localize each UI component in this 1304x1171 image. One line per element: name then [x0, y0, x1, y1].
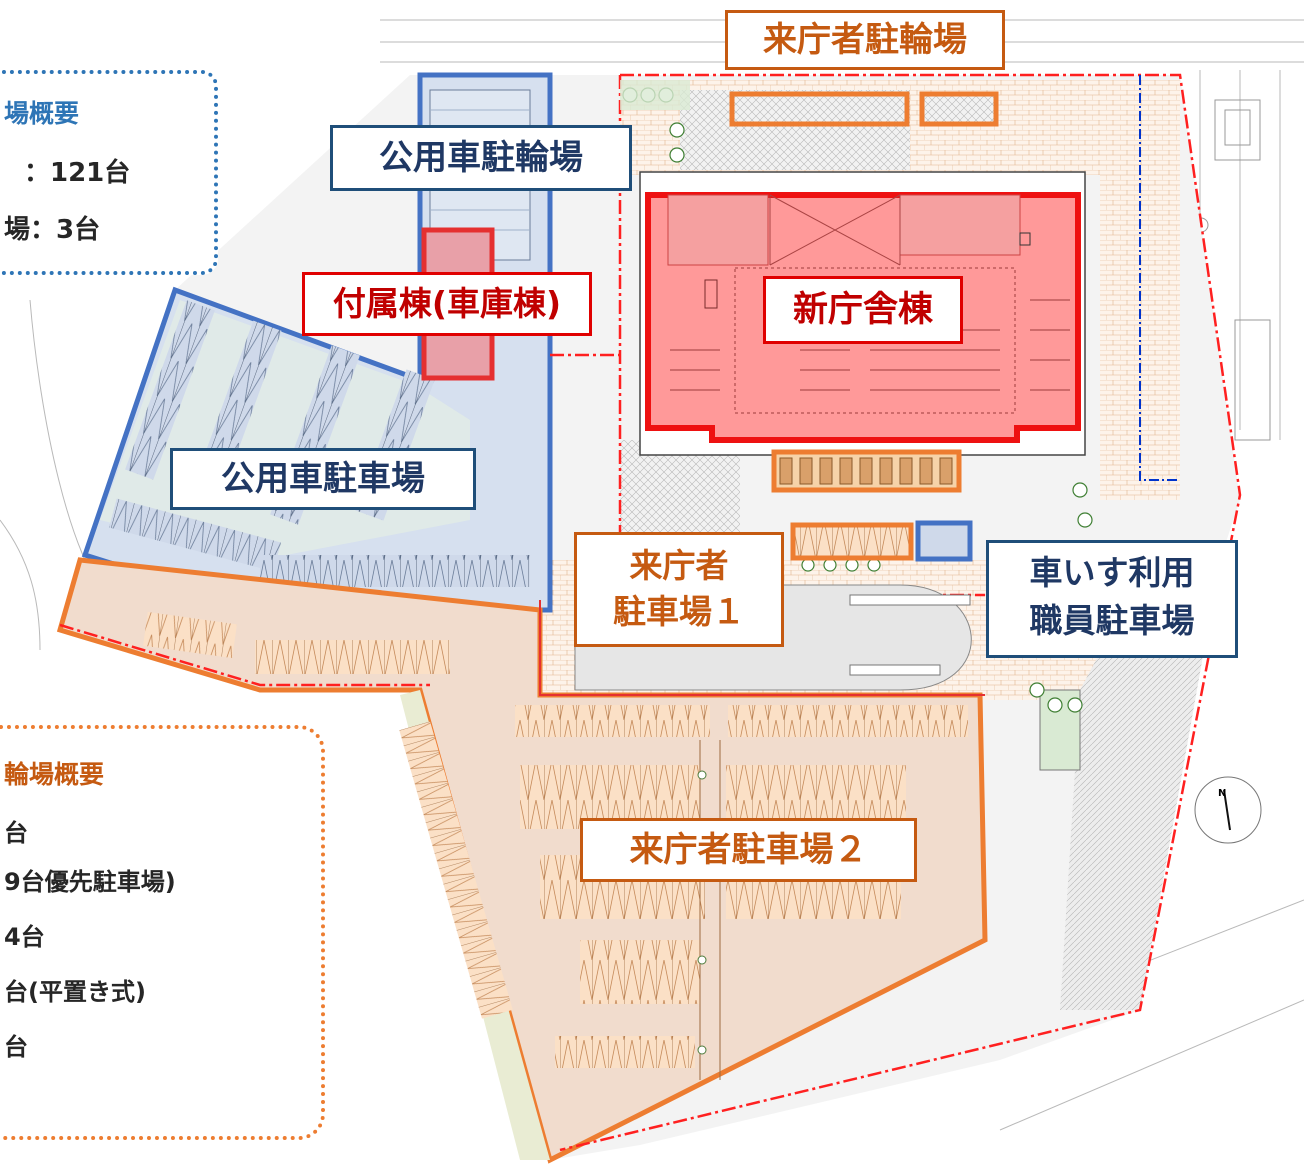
bicycle-rack-1: [729, 91, 910, 127]
visitor-summary-box: 輪場概要 台 9台優先駐車場) 4台 台(平置き式) 台: [0, 725, 325, 1140]
visitor-bicycle-parking-label: 来庁者駐輪場: [725, 10, 1005, 70]
visitor-parking-1-line: 来庁者: [629, 546, 729, 585]
east-building-outline: [1214, 99, 1261, 161]
site-boundary-line: [559, 73, 1242, 1152]
visitor-summary-title: 輪場概要: [4, 760, 105, 789]
official-summary-row: ：121台: [24, 158, 131, 188]
official-summary-row: 場：3台: [4, 215, 101, 245]
visitor-summary-row: 4台: [4, 923, 45, 951]
official-car-parking-label: 公用車駐車場: [170, 448, 476, 510]
new-building-label: 新庁舎棟: [763, 276, 963, 344]
wheelchair-staff-parking-label: 車いす利用 職員駐車場: [986, 540, 1238, 658]
annex-building-label: 付属棟(車庫棟): [302, 272, 592, 336]
visitor-summary-row: 台: [4, 819, 28, 847]
wheelchair-stalls: [915, 520, 973, 562]
official-summary-title: 場概要: [4, 99, 80, 128]
compass-north-label: N: [1218, 788, 1227, 799]
wheelchair-parking-line: 車いす利用: [1029, 553, 1195, 592]
visitor-parking-1-stalls: [790, 522, 914, 561]
official-bicycle-parking-label: 公用車駐輪場: [330, 125, 632, 191]
bicycle-rack-2: [919, 91, 999, 127]
visitor-parking-1-line: 駐車場１: [613, 592, 745, 631]
visitor-parking-1-label: 来庁者 駐車場１: [574, 532, 784, 647]
visitor-summary-row: 台: [4, 1033, 28, 1061]
wheelchair-parking-line: 職員駐車場: [1029, 601, 1195, 640]
visitor-parking-2-label: 来庁者駐車場２: [580, 818, 917, 882]
visitor-summary-row: 9台優先駐車場): [4, 868, 176, 896]
visitor-summary-row: 台(平置き式): [4, 978, 146, 1006]
official-summary-box: 場概要 ：121台 場：3台: [0, 70, 218, 275]
